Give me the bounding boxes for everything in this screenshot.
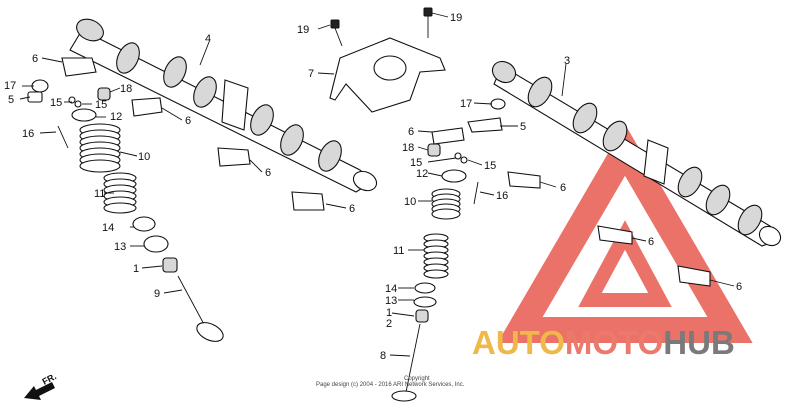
callout-13-left: 13 [114,241,126,253]
callout-5-left: 5 [8,94,14,106]
front-arrow-icon [24,382,55,400]
right-valve-assembly [391,98,711,402]
callout-3: 3 [564,55,570,67]
callout-5-right: 5 [520,121,526,133]
callout-12-right: 12 [416,168,428,180]
callout-14-left: 14 [102,222,114,234]
cam-holder-plate [329,37,446,113]
watermark-triangle [497,124,753,343]
callout-labels: 6 4 17 5 15 15 18 12 6 16 10 11 6 14 13 … [4,12,742,362]
callout-10-right: 10 [404,196,416,208]
callout-14-right: 14 [385,283,397,295]
callout-17-left: 17 [4,80,16,92]
watermark-logo: AUTOMOTOHUB [472,326,735,359]
callout-12-left: 12 [110,111,122,123]
callout-1-left: 1 [133,263,139,275]
callout-16-left: 16 [22,128,34,140]
left-valve-assembly [27,57,325,342]
callout-9: 9 [154,288,160,300]
watermark-auto: AUTO [472,324,565,361]
callout-6-c: 6 [265,167,271,179]
callout-7: 7 [308,68,314,80]
callout-16-right: 16 [496,190,508,202]
callout-15-left-b: 15 [95,99,107,111]
callout-19-b: 19 [450,12,462,24]
callout-10-left: 10 [138,151,150,163]
copyright-line-1: Copyright [404,376,430,382]
callout-6-e: 6 [408,126,414,138]
callout-6-h: 6 [736,281,742,293]
copyright-line-2: Page design (c) 2004 - 2016 ARI Network … [316,382,465,388]
callout-17-right: 17 [460,98,472,110]
callout-15-right-b: 15 [484,160,496,172]
callout-11-left: 11 [94,188,105,200]
callout-6-g: 6 [648,236,654,248]
callout-15-left-a: 15 [50,97,62,109]
callout-18-right: 18 [402,142,414,154]
callout-18-left: 18 [120,83,132,95]
callout-6-a: 6 [32,53,38,65]
copyright-notice: Copyright Page design (c) 2004 - 2016 AR… [316,376,464,388]
leader-lines [19,12,735,357]
callout-6-d: 6 [349,203,355,215]
callout-1-right: 1 [386,307,392,319]
watermark-moto: MOTO [564,324,664,361]
callout-15-right-a: 15 [410,157,422,169]
callout-13-right: 13 [385,295,397,307]
watermark-hub: HUB [663,324,735,361]
callout-2: 2 [386,318,392,330]
right-camshaft [491,60,782,247]
callout-11-right: 11 [393,245,404,257]
callout-6-b: 6 [185,115,191,127]
bolts [330,7,433,47]
callout-4: 4 [205,33,211,45]
callout-8: 8 [380,350,386,362]
callout-19-a: 19 [297,24,309,36]
left-camshaft [69,18,378,193]
callout-6-f: 6 [560,182,566,194]
